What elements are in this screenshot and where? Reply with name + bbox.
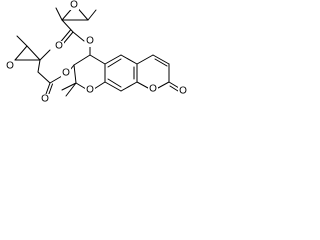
atom-o-ring-lactone: O bbox=[148, 84, 158, 95]
atom-o-carbonyl-top: O bbox=[54, 41, 64, 52]
atom-labels: O O O O O O O O bbox=[5, 0, 188, 105]
atom-o-ester-top: O bbox=[85, 36, 95, 47]
atom-o-ring-pyran: O bbox=[85, 85, 95, 96]
svg-text:O: O bbox=[149, 84, 157, 95]
svg-text:O: O bbox=[86, 36, 94, 47]
bond-network bbox=[14, 4, 180, 97]
atom-o-lactone-carbonyl: O bbox=[178, 86, 188, 97]
chemical-structure-diagram: O O O O O O O O bbox=[5, 0, 188, 105]
atom-o-epoxide-top: O bbox=[69, 0, 79, 11]
svg-text:O: O bbox=[179, 86, 187, 97]
atom-o-ester-left: O bbox=[61, 68, 71, 79]
svg-text:O: O bbox=[55, 41, 63, 52]
svg-text:O: O bbox=[41, 94, 49, 105]
svg-text:O: O bbox=[70, 0, 78, 11]
svg-text:O: O bbox=[6, 61, 14, 72]
atom-o-carbonyl-left: O bbox=[40, 94, 50, 105]
svg-text:O: O bbox=[86, 85, 94, 96]
svg-text:O: O bbox=[62, 68, 70, 79]
atom-o-epoxide-left: O bbox=[5, 61, 15, 72]
